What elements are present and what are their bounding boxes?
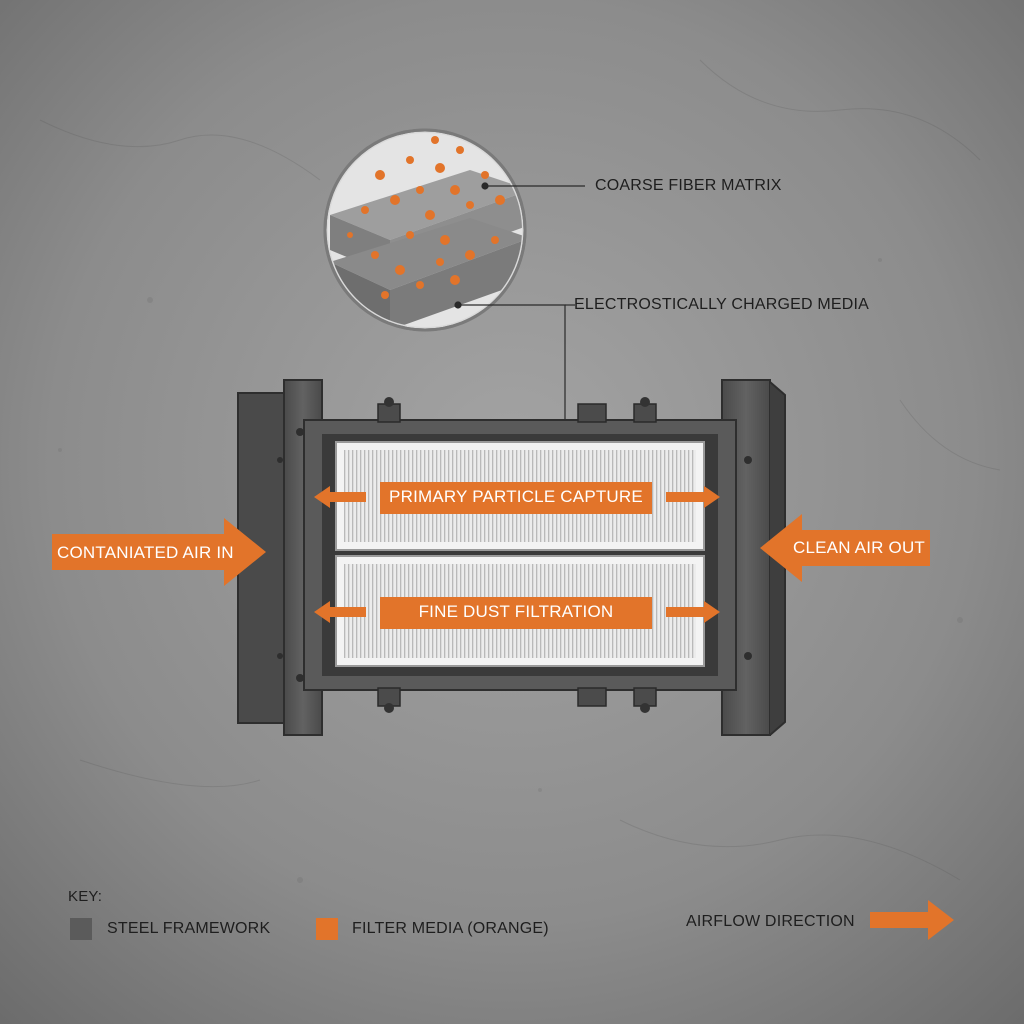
charged-media-label: ELECTROSTICALLY CHARGED MEDIA bbox=[574, 296, 870, 313]
right-arrow-icon bbox=[870, 900, 954, 940]
legend-steel-label: STEEL FRAMEWORK bbox=[107, 920, 271, 937]
legend-title: KEY: bbox=[68, 888, 103, 905]
upper-right-arrow-icon bbox=[666, 486, 720, 508]
lower-right-arrow-icon bbox=[666, 601, 720, 623]
coarse-fiber-label: COARSE FIBER MATRIX bbox=[595, 177, 782, 194]
outlet-arrow-icon bbox=[760, 514, 930, 582]
media-swatch bbox=[316, 918, 338, 940]
lower-label-bar bbox=[380, 597, 652, 629]
upper-left-arrow-icon bbox=[314, 486, 366, 508]
legend-airflow-label: AIRFLOW DIRECTION bbox=[686, 913, 855, 930]
magnifier-circle-icon bbox=[323, 128, 527, 332]
lower-left-arrow-icon bbox=[314, 601, 366, 623]
inlet-label: CONTANIATED AIR IN bbox=[57, 543, 234, 562]
steel-swatch bbox=[70, 918, 92, 940]
internal-flow-arrows bbox=[314, 486, 720, 623]
legend-media-label: FILTER MEDIA (ORANGE) bbox=[352, 920, 549, 937]
outlet-label: CLEAN AIR OUT bbox=[793, 538, 926, 557]
fine-dust-label: FINE DUST FILTRATION bbox=[418, 602, 614, 621]
upper-label-bar bbox=[380, 482, 652, 514]
primary-capture-label: PRIMARY PARTICLE CAPTURE bbox=[389, 487, 643, 506]
inlet-arrow-icon bbox=[52, 518, 266, 586]
